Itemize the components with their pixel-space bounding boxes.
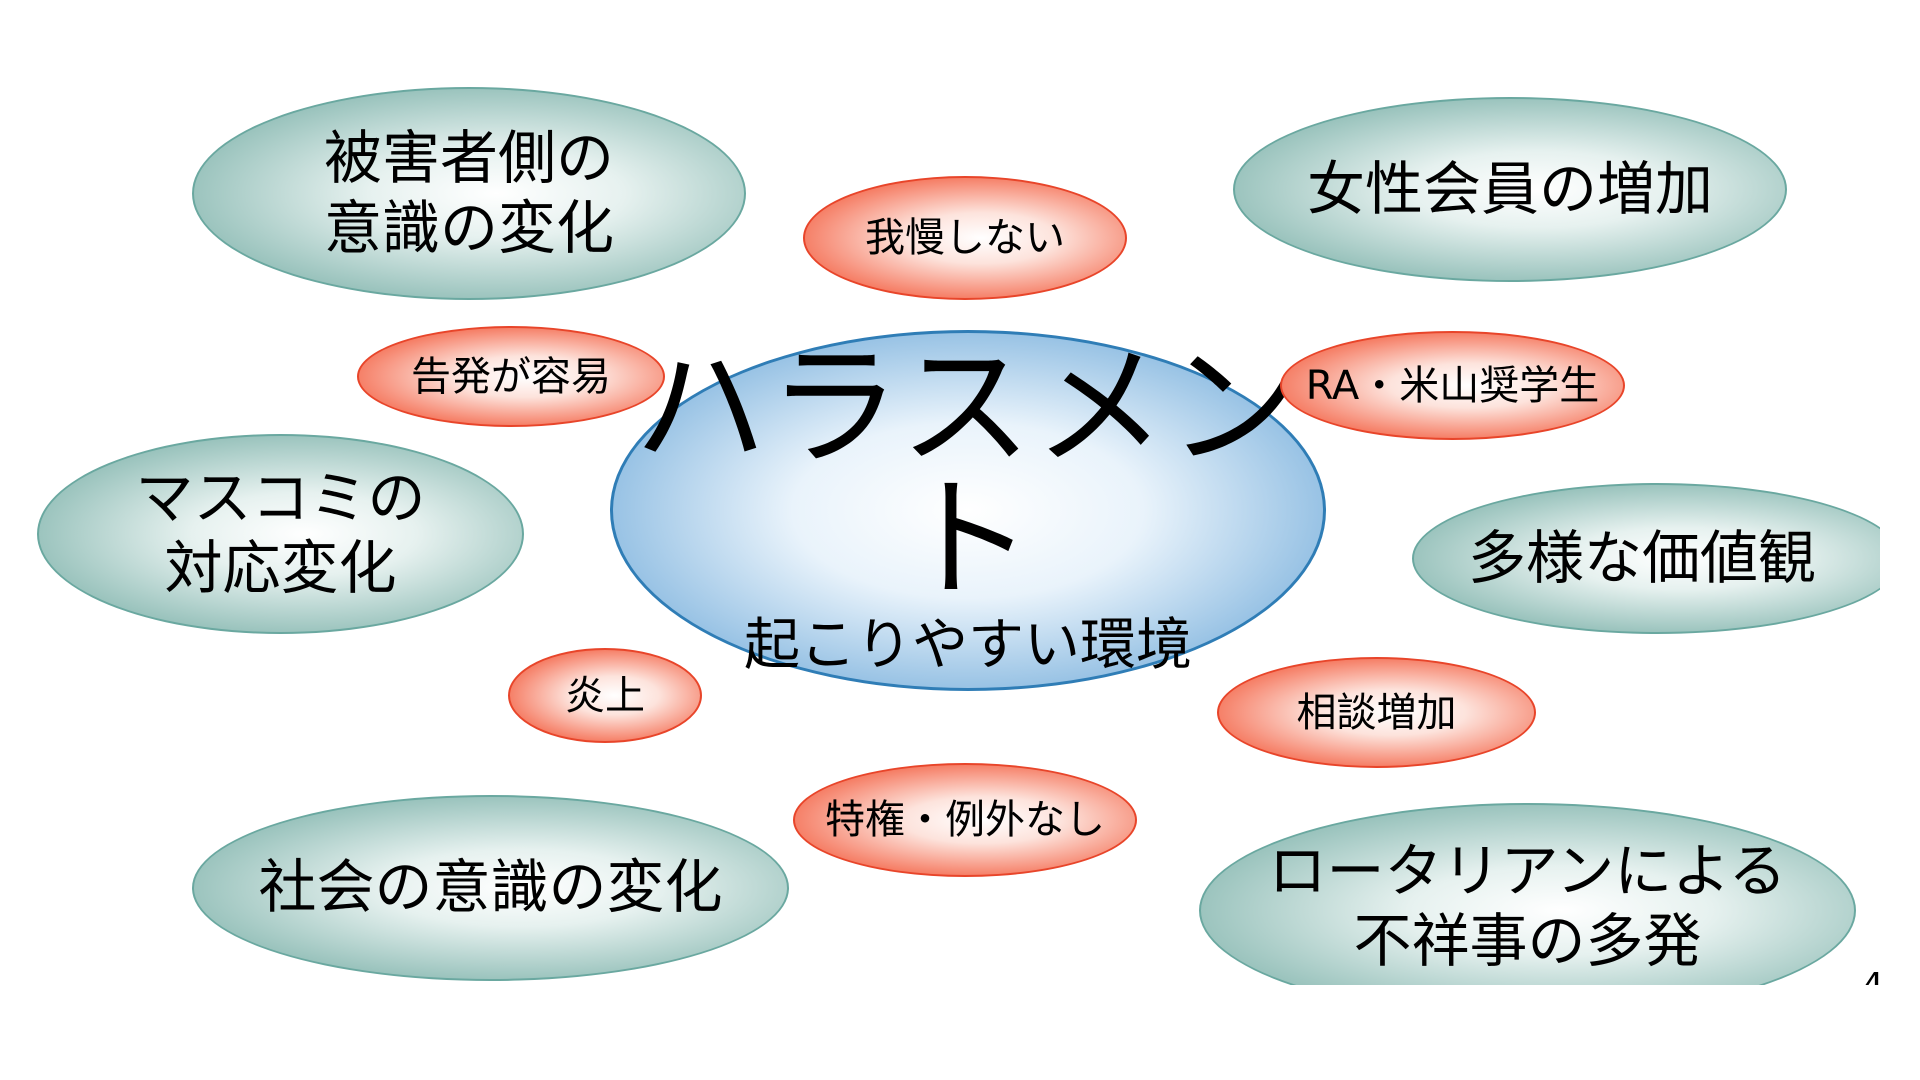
slide: 4 ハラスメント 起こりやすい環境 被害者側の 意識の変化 女性会員の増加 マス… [37,87,1880,985]
factor-text: マスコミの [135,464,426,533]
keyword-ra-yoneyama: RA・米山奨学生 [1280,331,1625,440]
factor-rotarian-scandals: ロータリアンによる 不祥事の多発 [1199,803,1856,985]
factor-female-members: 女性会員の増加 [1233,97,1787,282]
factor-diverse-values: 多様な価値観 [1412,483,1880,634]
keyword-flaming: 炎上 [508,648,702,743]
center-ellipse: ハラスメント 起こりやすい環境 [610,330,1326,691]
keyword-no-privilege: 特権・例外なし [793,763,1137,877]
keyword-text: 相談増加 [1296,689,1457,736]
center-title: ハラスメント [634,330,1302,617]
keyword-text: 特権・例外なし [825,797,1105,843]
factor-text: 多様な価値観 [1467,523,1816,592]
factor-social-awareness: 社会の意識の変化 [192,795,789,981]
factor-victim-awareness: 被害者側の 意識の変化 [192,87,746,300]
factor-text: ロータリアンによる [1268,837,1787,905]
keyword-text: 炎上 [565,672,645,719]
factor-text: 女性会員の増加 [1306,154,1713,223]
factor-media: マスコミの 対応変化 [37,434,524,634]
keyword-text: RA・米山奨学生 [1305,362,1600,409]
keyword-consultation-increase: 相談増加 [1217,657,1536,768]
factor-text: 意識の変化 [323,193,614,262]
keyword-no-endurance: 我慢しない [803,176,1127,300]
keyword-easy-reporting: 告発が容易 [357,326,665,427]
center-subtitle: 起こりやすい環境 [744,612,1192,678]
keyword-text: 告発が容易 [411,353,611,400]
factor-text: 被害者側の [323,123,614,192]
keyword-text: 我慢しない [865,215,1065,261]
factor-text: 対応変化 [164,534,397,602]
page-number: 4 [1862,966,1880,985]
factor-text: 不祥事の多発 [1353,906,1702,975]
factor-text: 社会の意識の変化 [258,853,723,922]
